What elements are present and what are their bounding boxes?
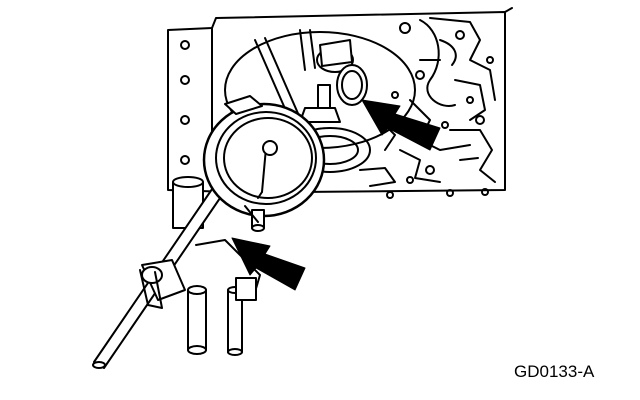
arrow-icon bbox=[361, 99, 441, 151]
indicator-rod-icon bbox=[92, 153, 247, 369]
dial-indicator-icon bbox=[202, 95, 326, 232]
figure-code: GD0133-A bbox=[514, 362, 595, 381]
arrow-icon bbox=[231, 237, 306, 291]
